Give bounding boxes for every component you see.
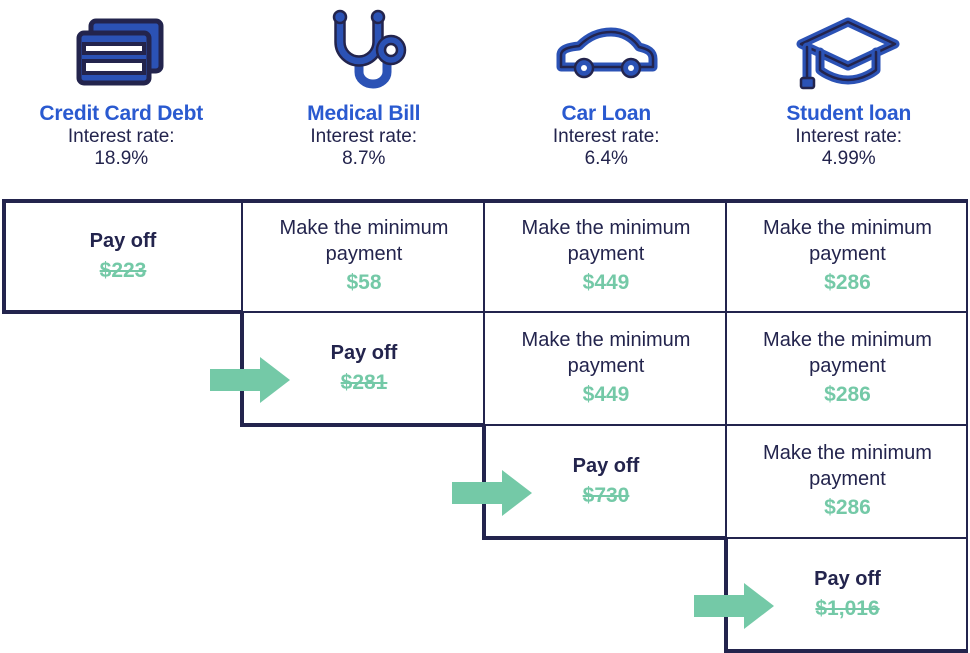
table-row-1-cell-medical-bill: Make the minimum payment $58 bbox=[243, 201, 485, 312]
column-header-car-loan: Car Loan Interest rate: 6.4% bbox=[485, 0, 728, 199]
stethoscope-icon bbox=[314, 8, 414, 100]
cell-amount: $449 bbox=[582, 383, 630, 407]
interest-rate-value: 4.99% bbox=[821, 147, 876, 169]
table-row-2-cell-car-loan: Make the minimum payment $449 bbox=[485, 312, 727, 425]
interest-rate-label: Interest rate: bbox=[67, 125, 175, 147]
credit-cards-icon bbox=[71, 8, 171, 100]
table-row-3-cell-student-loan: Make the minimum payment $286 bbox=[727, 425, 968, 538]
grid-line-v5 bbox=[966, 199, 968, 653]
grid-line-h2b bbox=[243, 311, 968, 313]
interest-rate-label: Interest rate: bbox=[552, 125, 660, 147]
cell-amount: $286 bbox=[824, 496, 871, 520]
grid-line-h5 bbox=[727, 649, 968, 653]
column-header-credit-card-debt: Credit Card Debt Interest rate: 18.9% bbox=[0, 0, 243, 199]
cell-action: Pay off bbox=[330, 342, 398, 365]
cell-action: Make the minimum payment bbox=[521, 329, 691, 377]
grid-line-h2a bbox=[2, 310, 243, 314]
column-header-student-loan: Student loan Interest rate: 4.99% bbox=[728, 0, 970, 199]
cell-amount: $449 bbox=[582, 271, 630, 295]
grid-line-h3a bbox=[243, 423, 485, 427]
arrow-row-4 bbox=[694, 583, 774, 629]
graduation-cap-icon bbox=[796, 8, 901, 100]
cell-action: Make the minimum payment bbox=[763, 217, 932, 265]
table-row-3-cell-car-loan: Pay off $730 bbox=[485, 425, 727, 538]
table-row-2-cell-medical-bill: Pay off $281 bbox=[243, 312, 485, 425]
car-icon bbox=[551, 8, 661, 100]
grid-line-v3a bbox=[483, 199, 485, 424]
cell-amount: $281 bbox=[340, 370, 388, 394]
column-header-medical-bill: Medical Bill Interest rate: 8.7% bbox=[243, 0, 486, 199]
payment-plan-grid: Pay off $223 Make the minimum payment $5… bbox=[0, 199, 970, 653]
arrow-row-2 bbox=[210, 357, 290, 403]
column-title: Student loan bbox=[786, 102, 912, 125]
table-row-1-cell-car-loan: Make the minimum payment $449 bbox=[485, 201, 727, 312]
grid-line-h4a bbox=[485, 536, 727, 540]
table-row-1-cell-credit-card-debt: Pay off $223 bbox=[3, 201, 243, 312]
cell-action: Make the minimum payment bbox=[279, 217, 449, 265]
column-title: Car Loan bbox=[561, 102, 652, 125]
cell-action: Pay off bbox=[572, 455, 640, 478]
interest-rate-value: 18.9% bbox=[94, 147, 149, 169]
interest-rate-value: 8.7% bbox=[342, 147, 386, 169]
cell-action: Make the minimum payment bbox=[763, 442, 932, 490]
table-row-2-cell-student-loan: Make the minimum payment $286 bbox=[727, 312, 968, 425]
cell-action: Pay off bbox=[89, 230, 157, 253]
cell-amount: $58 bbox=[346, 271, 382, 295]
column-title: Credit Card Debt bbox=[39, 102, 204, 125]
cell-amount: $286 bbox=[824, 383, 871, 407]
column-title: Medical Bill bbox=[307, 102, 421, 125]
grid-line-v2a bbox=[241, 199, 243, 311]
grid-line-h1 bbox=[2, 199, 968, 203]
cell-amount: $223 bbox=[99, 258, 147, 282]
cell-amount: $1,016 bbox=[815, 596, 880, 620]
grid-line-v1 bbox=[2, 199, 6, 314]
grid-line-h4b bbox=[727, 537, 968, 539]
grid-line-v4a bbox=[725, 199, 727, 537]
table-row-4-cell-student-loan: Pay off $1,016 bbox=[727, 538, 968, 651]
table-row-1-cell-student-loan: Make the minimum payment $286 bbox=[727, 201, 968, 312]
column-headers: Credit Card Debt Interest rate: 18.9% Me… bbox=[0, 0, 970, 199]
cell-action: Make the minimum payment bbox=[763, 329, 932, 377]
cell-action: Make the minimum payment bbox=[521, 217, 691, 265]
interest-rate-label: Interest rate: bbox=[310, 125, 418, 147]
interest-rate-value: 6.4% bbox=[584, 147, 628, 169]
cell-amount: $286 bbox=[824, 271, 871, 295]
arrow-row-3 bbox=[452, 470, 532, 516]
cell-amount: $730 bbox=[582, 483, 630, 507]
cell-action: Pay off bbox=[814, 568, 881, 591]
interest-rate-label: Interest rate: bbox=[795, 125, 903, 147]
